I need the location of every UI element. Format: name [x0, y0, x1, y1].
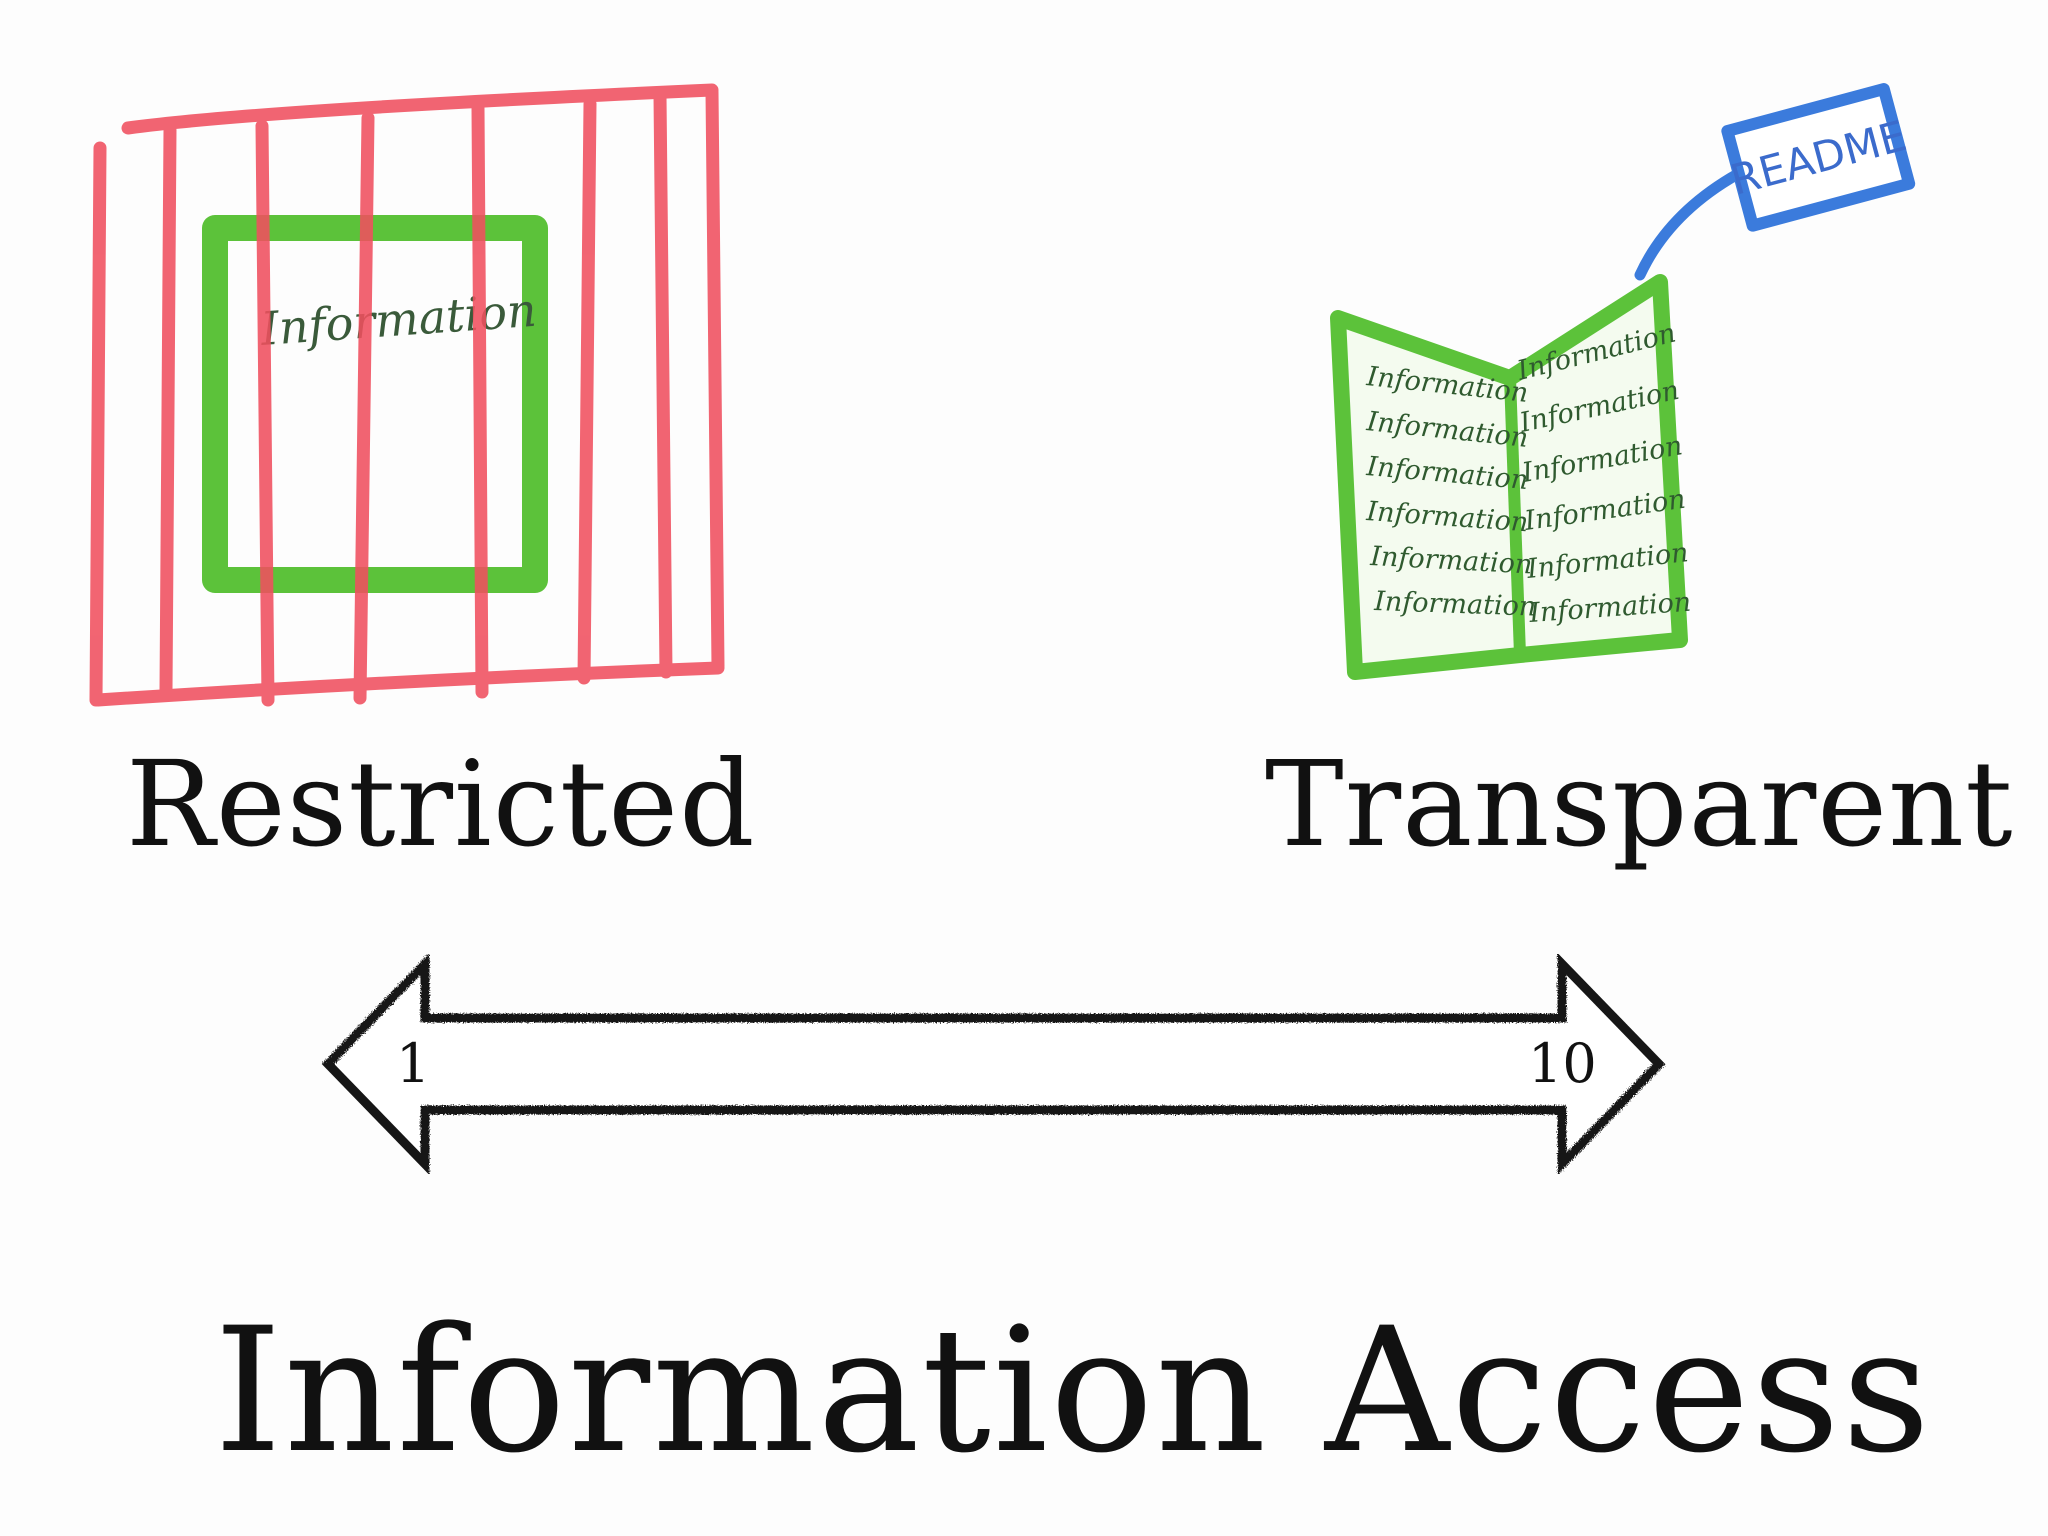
- restricted-label: Restricted: [126, 735, 756, 873]
- info-box: [202, 215, 548, 593]
- svg-text:Information: Information: [1373, 586, 1537, 623]
- diagram-title: Information Access: [214, 1290, 1933, 1491]
- open-book: Information Information Information Info…: [1330, 274, 1692, 680]
- jail-bars: [89, 83, 725, 707]
- restricted-sketch: Information: [89, 83, 725, 707]
- scale-min-value: 1: [396, 1032, 431, 1095]
- transparent-label: Transparent: [1265, 735, 2014, 873]
- info-box-text: Information: [258, 283, 538, 356]
- scale-max-value: 10: [1528, 1032, 1597, 1095]
- scale-arrow: [321, 952, 1666, 1176]
- readme-tag: README: [1721, 83, 1916, 232]
- tag-string: [1634, 164, 1751, 281]
- transparent-sketch: README Information Information Informati…: [1330, 83, 1916, 680]
